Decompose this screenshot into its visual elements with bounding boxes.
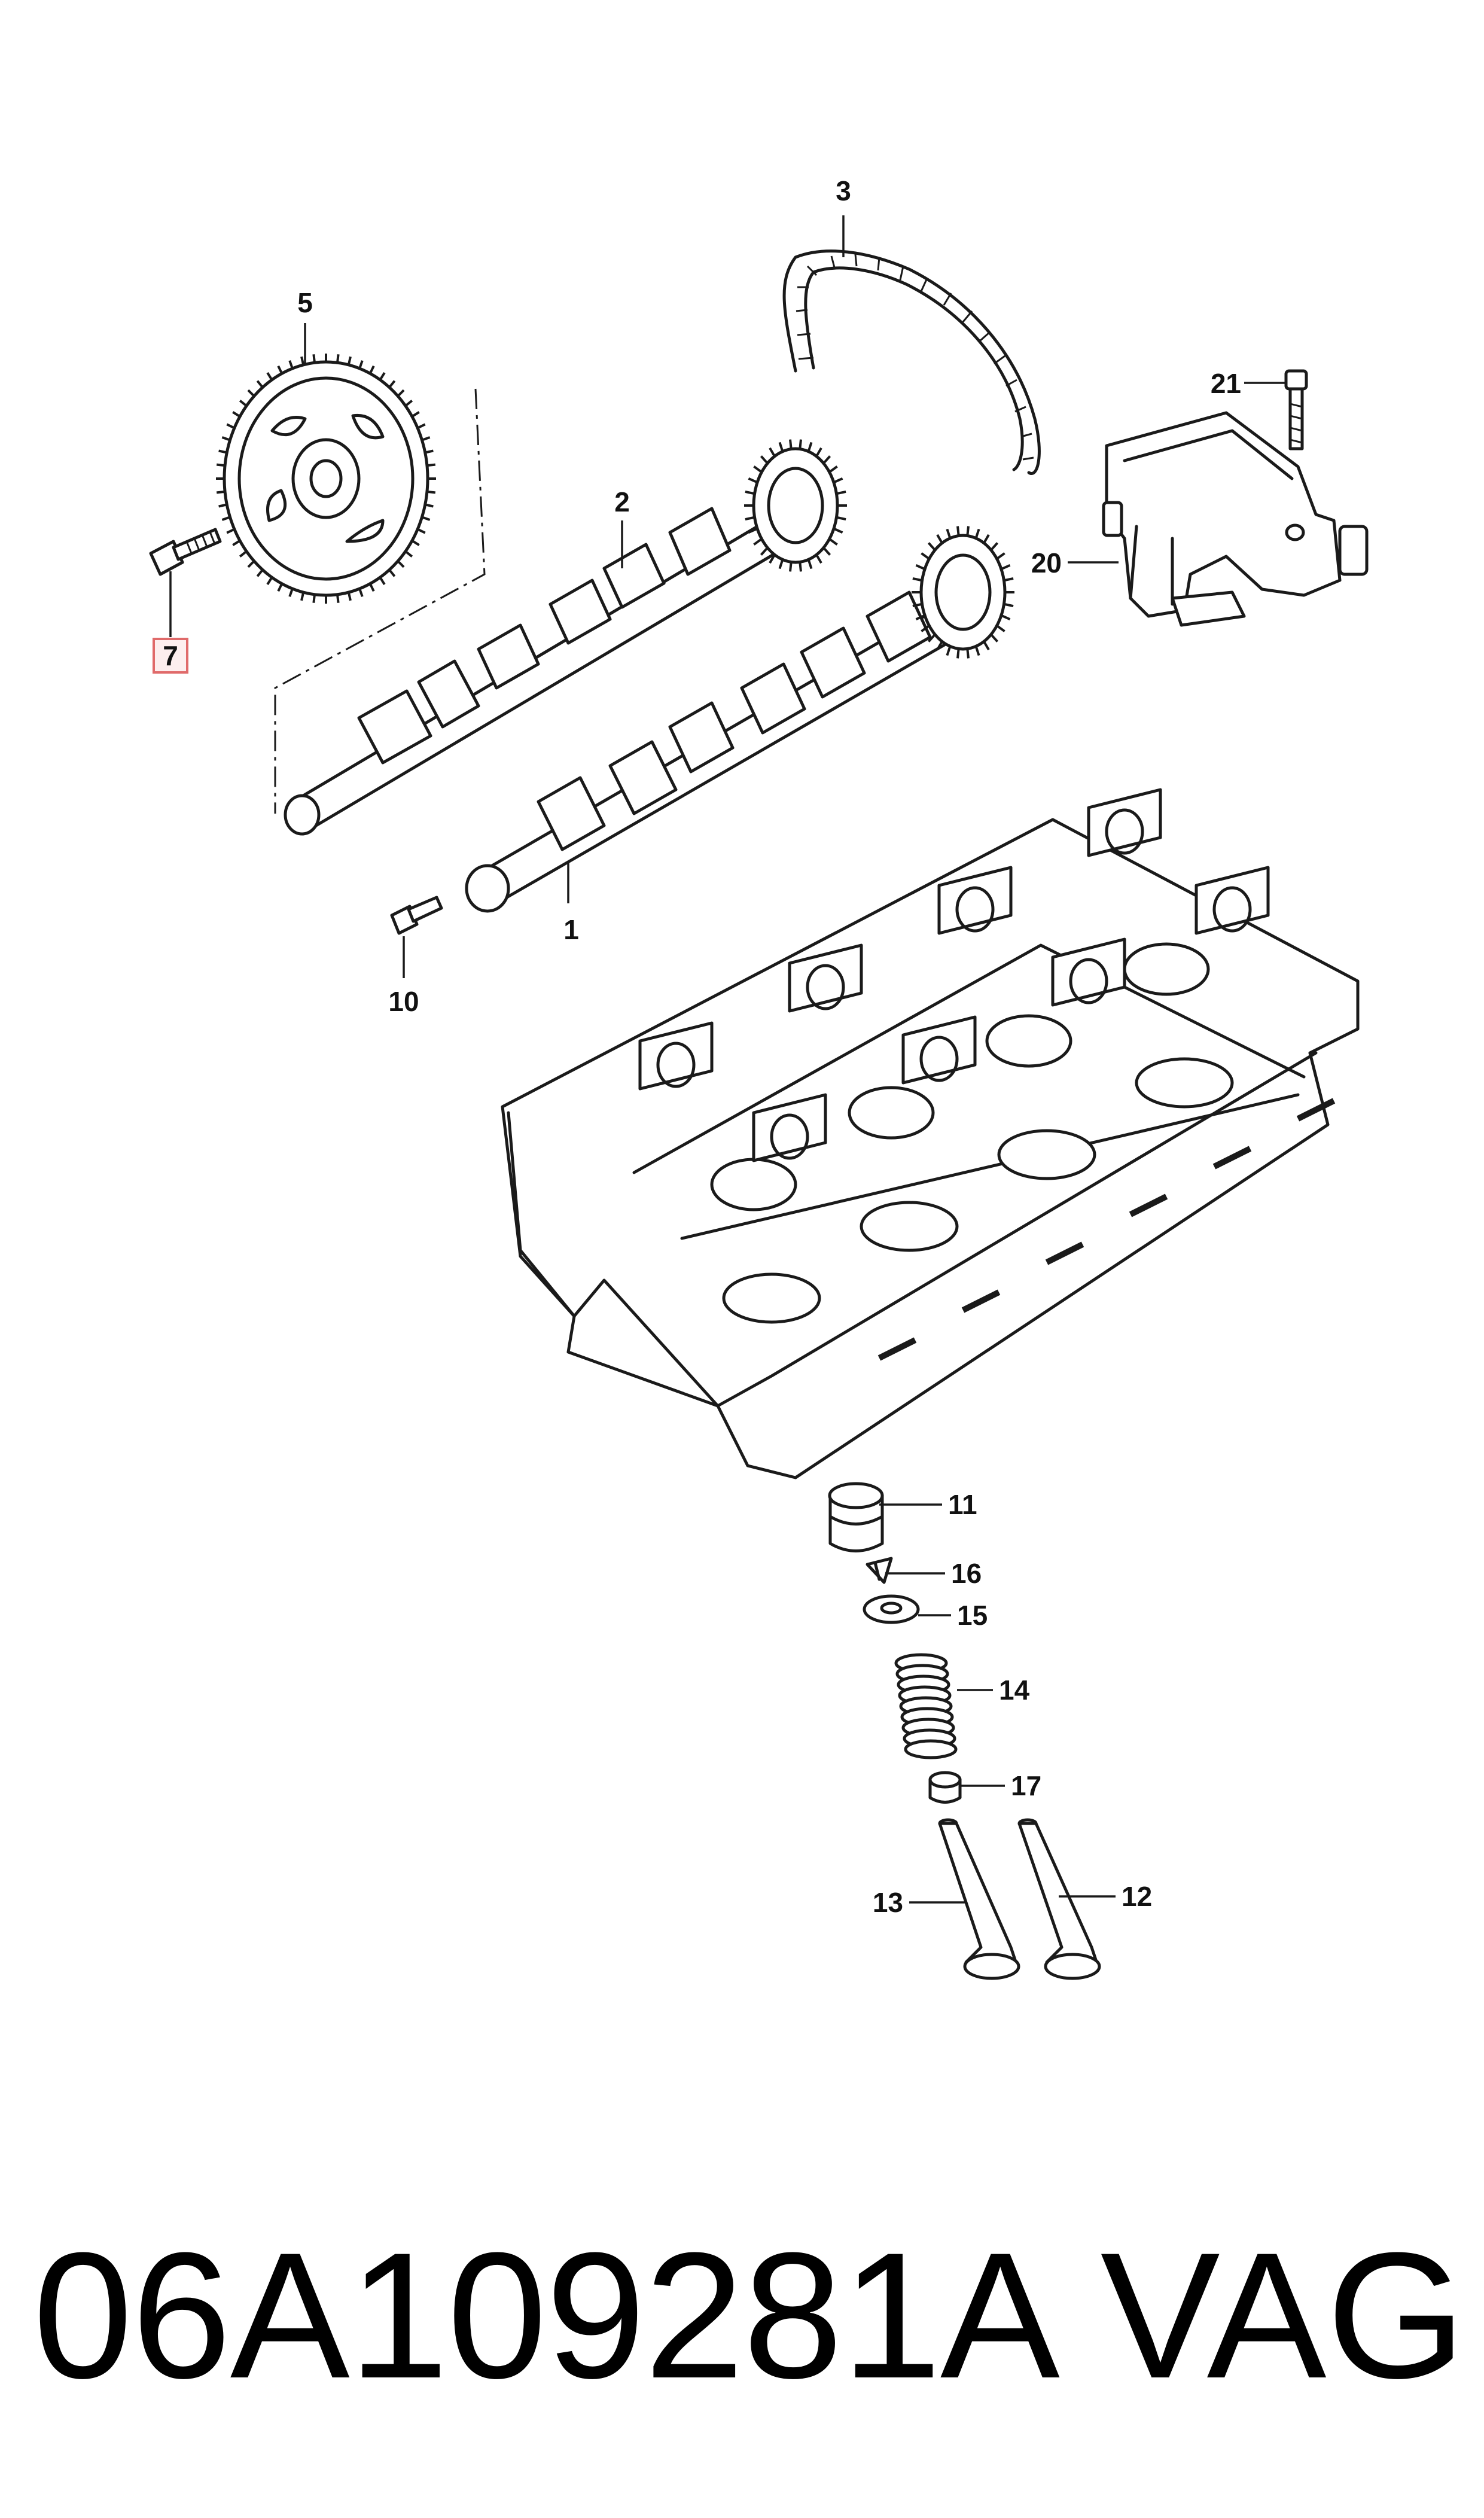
cylinder-head xyxy=(501,788,1360,1479)
callout-16[interactable]: 16 xyxy=(951,1558,982,1589)
camshaft-lower xyxy=(465,526,1014,913)
camshaft-adjuster xyxy=(1102,411,1369,627)
spring-retainer xyxy=(863,1594,920,1624)
callout-20[interactable]: 20 xyxy=(1031,547,1062,578)
callout-21[interactable]: 21 xyxy=(1211,368,1241,399)
callout-7-highlight-box xyxy=(153,638,188,674)
valve-stem-seal xyxy=(928,1771,962,1804)
valve-spring xyxy=(894,1653,958,1759)
callout-2[interactable]: 2 xyxy=(614,486,630,517)
callout-14[interactable]: 14 xyxy=(999,1674,1030,1706)
camshaft-upper xyxy=(284,439,847,836)
camshaft-sprocket xyxy=(216,354,436,604)
timing-chain xyxy=(782,249,1041,475)
callouts: 3 5 2 7 1 10 21 20 11 16 15 14 17 12 13 xyxy=(153,175,1241,1918)
callout-17[interactable]: 17 xyxy=(1011,1770,1041,1801)
footer: 06A109281A VAG xyxy=(0,2208,1484,2423)
leader-lines xyxy=(169,215,1286,1904)
hydraulic-tappet xyxy=(828,1482,884,1552)
assembly-outline xyxy=(274,388,486,814)
sprocket-bolt xyxy=(149,528,222,576)
callout-10[interactable]: 10 xyxy=(388,986,419,1017)
valve-cotter xyxy=(866,1557,893,1584)
adjuster-bolt xyxy=(1284,369,1308,450)
callout-7[interactable]: 7 xyxy=(163,640,178,671)
callout-13[interactable]: 13 xyxy=(873,1887,903,1918)
callout-15[interactable]: 15 xyxy=(957,1600,988,1631)
valve-13 xyxy=(938,1818,1020,1980)
part-number: 06A109281A xyxy=(33,2215,1060,2416)
callout-5[interactable]: 5 xyxy=(297,287,313,318)
callout-12[interactable]: 12 xyxy=(1122,1881,1152,1912)
valve-12 xyxy=(1017,1818,1101,1980)
brand-name: VAG xyxy=(1100,2215,1466,2416)
callout-11[interactable]: 11 xyxy=(948,1489,977,1520)
callout-1[interactable]: 1 xyxy=(563,914,579,945)
callout-3[interactable]: 3 xyxy=(836,175,851,206)
camshaft-bolt xyxy=(390,896,443,935)
